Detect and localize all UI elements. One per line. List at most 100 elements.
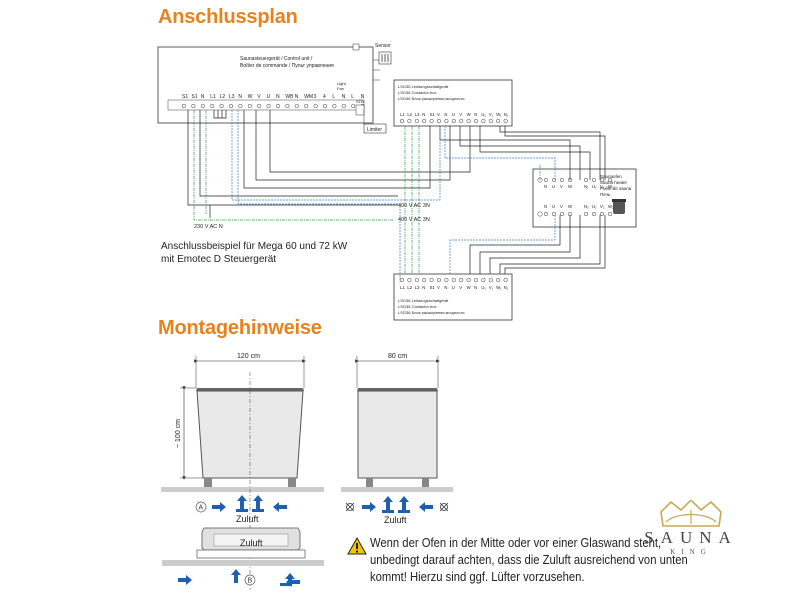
logo-name: SAUNA — [644, 528, 738, 547]
control-unit-terminal-label: 4 — [323, 94, 326, 100]
control-unit-terminal — [285, 103, 290, 109]
control-unit-terminal-label: N — [295, 94, 299, 100]
control-unit-terminal — [313, 103, 318, 109]
control-unit-terminal — [322, 103, 328, 109]
contactor-bottom-terminal-label: L2 — [407, 285, 412, 290]
contactor-bottom-terminal-label: L1 — [400, 285, 405, 290]
contactor-top-terminal — [422, 118, 427, 124]
airflow-arrows-c — [362, 496, 433, 513]
contactor-bottom-terminal — [473, 277, 479, 283]
contactor-bottom-terminal — [459, 277, 464, 283]
heater-top-terminal — [583, 177, 589, 183]
contactor-top-terminal-label: N — [474, 112, 477, 117]
control-unit-terminal-label: N — [342, 94, 346, 100]
heater-top-terminal — [543, 177, 549, 183]
control-unit-terminal-label: N — [361, 94, 365, 100]
svg-text:Poêle de sauna: Poêle de sauna — [600, 186, 632, 191]
zuluft-b-label: Zuluft — [240, 538, 263, 548]
control-unit-terminal-label: N — [201, 94, 205, 100]
svg-text:LSG36 Contactor box: LSG36 Contactor box — [398, 304, 436, 309]
contactor-bottom-terminal — [436, 277, 442, 283]
contactor-bottom-terminal-label: N₁ — [504, 285, 509, 290]
contactor-bottom-terminal — [414, 277, 419, 283]
control-unit-terminal-label: S1 — [191, 94, 197, 100]
sensor-label: Sensor — [375, 43, 391, 49]
heater-bottom-terminal-label: N₂ — [584, 204, 589, 209]
mounting-heading: Montagehinweise — [158, 317, 322, 339]
contactor-top-terminal — [459, 118, 464, 124]
contactor-top-terminal — [496, 118, 501, 124]
width-front-label: 120 cm — [237, 353, 260, 360]
contactor-bottom-terminal-label: V₁ — [489, 285, 494, 290]
contactor-top-terminal — [503, 118, 508, 124]
svg-text:LSG36 Contactor box: LSG36 Contactor box — [398, 90, 436, 95]
example-caption: Anschlussbeispiel für Mega 60 und 72 kW … — [161, 241, 348, 265]
contactor-top-terminal-label: L2 — [407, 112, 412, 117]
control-unit-terminal — [341, 103, 346, 109]
control-unit-terminal-label: L1 — [210, 94, 216, 100]
control-unit-terminal — [332, 103, 337, 109]
heater-top-terminal — [559, 177, 565, 183]
contactor-box-top — [393, 79, 513, 127]
heater-bottom-terminal-label: U — [552, 204, 555, 209]
control-unit-terminal-label: W — [248, 94, 253, 100]
heater-bottom-terminal-label: W₂ — [608, 204, 614, 209]
contactor-bottom-terminal-label: W — [467, 285, 471, 290]
contactor-bottom-terminal — [496, 277, 501, 283]
svg-text:LSG36 Блок расширения мощности: LSG36 Блок расширения мощности — [398, 310, 464, 315]
heater-bottom-terminal — [543, 211, 549, 217]
control-unit-terminal — [191, 103, 196, 109]
contactor-bottom-terminal — [444, 277, 449, 283]
contactor-top-terminal-label: N₁ — [504, 112, 509, 117]
contactor-bottom-terminal — [488, 277, 493, 283]
fan-icon-right — [439, 502, 449, 512]
contactor-top-terminal-label: W — [467, 112, 471, 117]
marker-b: B — [248, 578, 253, 585]
stb-label: STB — [356, 99, 364, 104]
contactor-top-terminal — [414, 118, 419, 124]
plan-heading: Anschlussplan — [158, 6, 298, 28]
contactor-top-terminal-label: V — [459, 112, 462, 117]
width-side-label: 80 cm — [388, 353, 407, 360]
svg-text:LSG36 Блок расширения мощности: LSG36 Блок расширения мощности — [398, 96, 464, 101]
contactor-top-terminal — [473, 118, 479, 124]
contactor-bottom-terminal-label: U — [452, 285, 455, 290]
supply-230-label: 230 V AC N — [194, 224, 223, 230]
contactor-top-terminal — [451, 118, 456, 124]
contactor-top-terminal-label: L1 — [400, 112, 405, 117]
control-unit-terminal-label: WB — [285, 94, 294, 100]
limiter-label: Limiter — [367, 127, 382, 133]
control-unit-terminal — [228, 103, 234, 109]
contactor-top-terminal — [466, 118, 471, 124]
airflow-arrows-a — [212, 495, 287, 512]
control-unit-terminal-label: L — [332, 94, 335, 100]
control-unit-terminal-label: 3 — [314, 94, 317, 100]
fan-icon-left — [345, 502, 355, 512]
control-unit-terminal — [351, 103, 356, 109]
ground-terminal-icon — [537, 211, 543, 217]
heater-bottom-terminal-label: V — [560, 204, 563, 209]
svg-text:LSG36 Leistungsschaltgerät: LSG36 Leistungsschaltgerät — [398, 298, 449, 303]
heater-bottom-terminal-label: N — [544, 204, 547, 209]
control-unit-terminal-label: N — [276, 94, 280, 100]
heater-bottom-terminal-label: U₂ — [592, 204, 597, 209]
heater-bottom-terminal-label: W — [568, 204, 572, 209]
contactor-bottom-terminal-label: V — [459, 285, 462, 290]
heater-bottom-terminal — [583, 211, 589, 217]
heater-top-terminal-label: W₁ — [608, 184, 614, 189]
control-unit-terminal — [304, 103, 309, 109]
supply-400-b-label: 400 V AC 3N — [398, 217, 430, 223]
svg-text:LSG36 Leistungsschaltgerät: LSG36 Leistungsschaltgerät — [398, 84, 449, 89]
contactor-bottom-terminal — [466, 277, 471, 283]
heater-top-terminal-label: V₁ — [600, 184, 605, 189]
height-label: ~ 100 cm — [175, 419, 182, 448]
contactor-top-terminal-label: L3 — [415, 112, 420, 117]
control-unit-terminal-label: L2 — [220, 94, 226, 100]
control-unit-terminal — [294, 103, 299, 109]
control-unit-terminal-label: V — [257, 94, 261, 100]
contactor-bottom-terminal-label: N — [422, 285, 425, 290]
heater-bottom-terminal — [551, 211, 557, 217]
heater-icon — [613, 200, 625, 214]
